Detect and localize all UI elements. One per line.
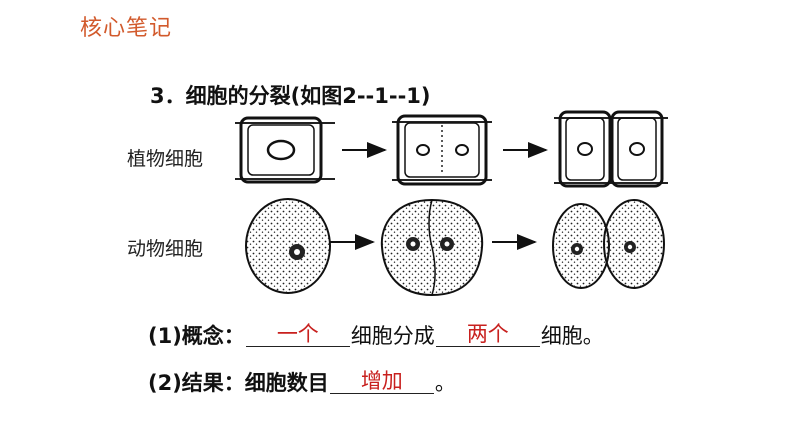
q2-blank[interactable]: 增加 <box>330 367 434 394</box>
q1-answer-1: 一个 <box>277 318 319 348</box>
plant-cell-3 <box>554 112 668 186</box>
q2-prefix: (2)结果：细胞数目 <box>148 367 329 397</box>
animal-cell-2 <box>382 200 482 295</box>
q1-prefix: (1)概念： <box>148 320 245 350</box>
question-1: (1)概念： 一个 细胞分成 两个 细胞。 <box>148 320 604 350</box>
q2-suffix: 。 <box>435 367 456 397</box>
q1-blank-1[interactable]: 一个 <box>246 320 350 347</box>
animal-cell-3 <box>553 200 664 288</box>
q1-answer-2: 两个 <box>467 318 509 348</box>
q1-blank-2[interactable]: 两个 <box>436 320 540 347</box>
q1-middle: 细胞分成 <box>351 320 435 350</box>
question-2: (2)结果：细胞数目 增加 。 <box>148 367 456 397</box>
plant-cell-2 <box>392 116 492 184</box>
q1-suffix: 细胞。 <box>541 320 604 350</box>
animal-cell-1 <box>246 199 330 293</box>
plant-cell-1 <box>235 118 335 182</box>
q2-answer: 增加 <box>361 365 403 395</box>
